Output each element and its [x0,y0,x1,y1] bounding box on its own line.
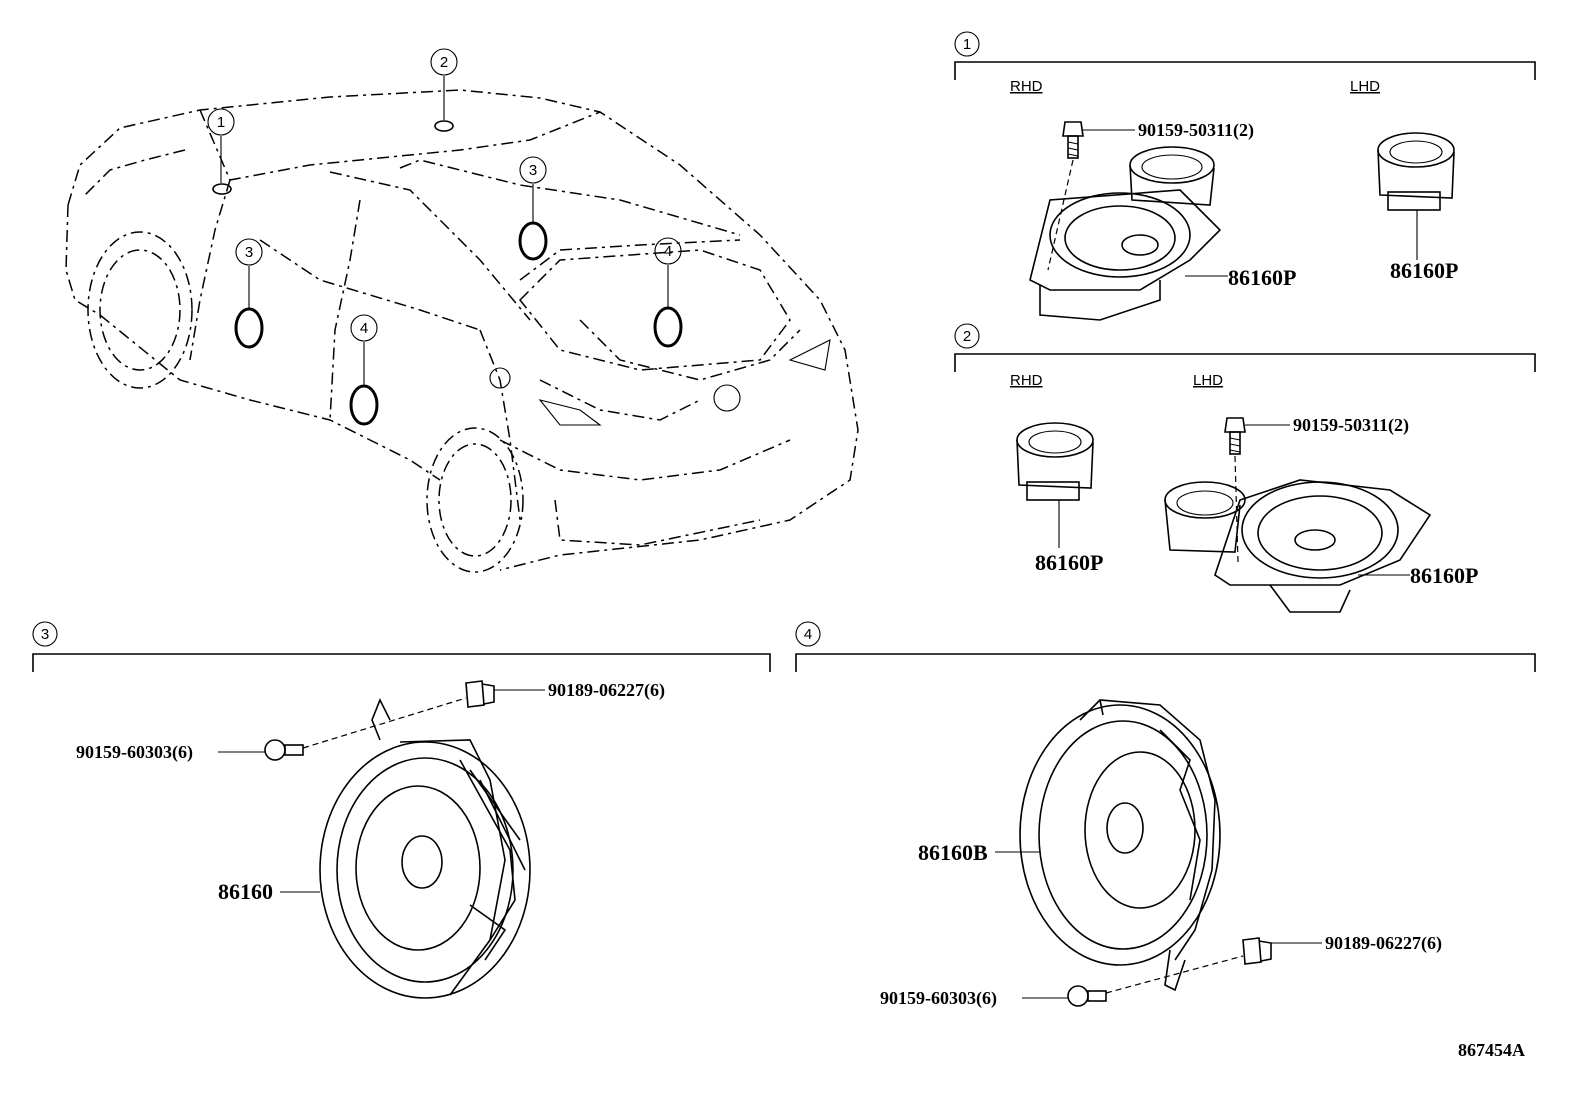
car-callout-3-front [235,238,263,266]
section-4-speaker-part: 86160B [918,840,988,865]
section-4: 4 86160B 90189-06227(6) 90159-6 [795,621,1536,1009]
section-1-lhd-speaker-part: 86160P [1390,258,1458,283]
section-3-screw [264,739,304,761]
section-4-bracket [795,653,1536,672]
section-2-number: 2 [963,328,971,345]
section-4-screw [1067,985,1107,1007]
section-1-lhd-label: LHD [1350,78,1380,95]
section-1-rhd-speaker-part: 86160P [1228,265,1296,290]
section-2-rhd-speaker-part: 86160P [1035,550,1103,575]
section-2: 2 RHD LHD 86160P 90159-50311(2) [954,323,1536,613]
section-2-lhd-speaker-icon [1164,479,1432,613]
section-1-rhd-label: RHD [1010,78,1043,95]
section-3-number-circle [32,621,58,647]
section-3: 3 90189-06227(6) 90159-60303(6) [32,621,771,999]
section-2-rhd-label: RHD [1010,372,1043,389]
section-2-rhd-tweeter-icon [1016,422,1094,501]
section-1-lhd-tweeter-icon [1377,132,1455,211]
section-1-screw-part: 90159-50311(2) [1138,120,1254,141]
section-3-bracket [32,653,771,672]
section-2-number-circle [954,323,980,349]
section-4-speaker-icon [1019,699,1221,992]
section-1-number: 1 [963,36,971,53]
section-2-bracket [954,353,1536,372]
car-callout-4-front [350,314,378,342]
car-callout-3-rear [519,156,547,184]
car-callout-2-label: 2 [440,54,448,71]
car-callout-2 [430,48,458,76]
section-4-clip-part: 90189-06227(6) [1325,933,1442,954]
car-callout-4-rear-label: 4 [664,243,672,260]
section-3-clip-part: 90189-06227(6) [548,680,665,701]
section-3-speaker-icon [319,698,531,999]
section-1-number-circle [954,31,980,57]
section-3-screw-part: 90159-60303(6) [76,742,193,763]
section-1-screw [1047,121,1084,271]
section-2-lhd-speaker-part: 86160P [1410,563,1478,588]
car-illustration: 1 2 3 3 4 4 [65,48,859,573]
section-1-bracket [954,61,1536,80]
section-3-speaker-part: 86160 [218,879,273,904]
car-callout-1 [207,108,235,136]
section-3-clip [465,680,495,708]
car-callout-3-front-label: 3 [245,244,253,261]
section-4-screw-part: 90159-60303(6) [880,988,997,1009]
section-1-rhd-speaker-icon [1029,146,1222,321]
car-callout-4-rear [654,237,682,265]
section-3-number: 3 [41,626,49,643]
section-4-number: 4 [804,626,812,643]
car-callout-1-label: 1 [217,114,225,131]
section-2-screw [1224,417,1246,563]
section-4-clip [1242,937,1272,965]
section-1: 1 RHD LHD 90159-50311(2) 86160P [954,31,1536,321]
section-2-screw-part: 90159-50311(2) [1293,415,1409,436]
diagram-id: 867454A [1458,1040,1525,1060]
car-callout-4-front-label: 4 [360,320,368,337]
section-4-number-circle [795,621,821,647]
car-callout-3-rear-label: 3 [529,162,537,179]
section-2-lhd-label: LHD [1193,372,1223,389]
